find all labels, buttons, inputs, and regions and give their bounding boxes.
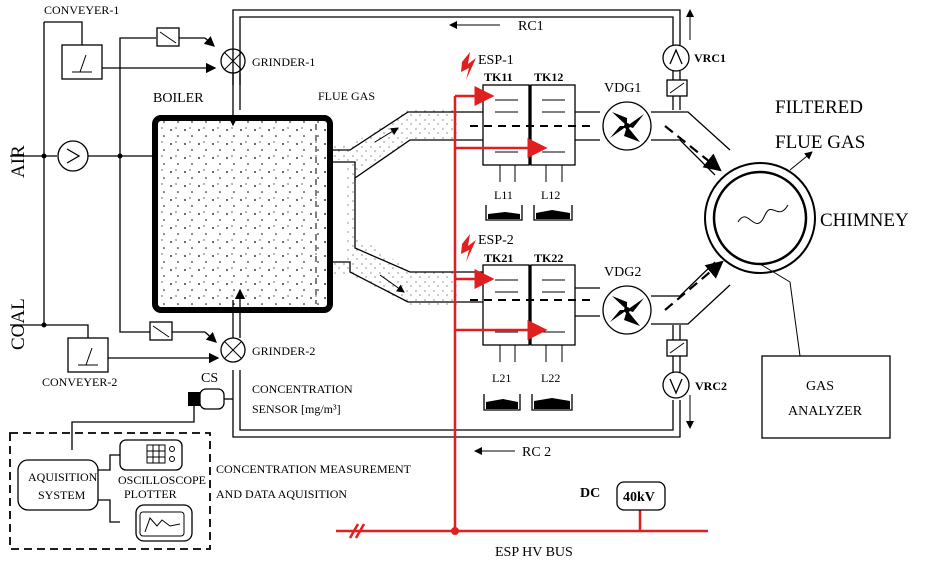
plotter-label: PLOTTER [124,487,177,501]
hoppers-esp2 [483,345,573,411]
concentration-sensor [71,388,233,450]
l11-label: L11 [494,188,513,202]
concentration-label-2: SENSOR [mg/m³] [252,402,341,416]
esp1-label: ESP-1 [478,53,514,68]
chimney-ducts [651,111,731,325]
rc2-pipe [232,370,694,455]
dc-source [616,481,666,511]
grinder2-label: GRINDER-2 [252,344,315,358]
tk12-label: TK12 [534,70,563,84]
measurement-label-1: CONCENTRATION MEASUREMENT [216,462,412,476]
conveyer2 [67,337,109,373]
coal-line [10,156,220,373]
filtered-label-1: FILTERED [775,97,863,118]
damper-1 [156,27,215,47]
esp2 [460,264,600,346]
vrc1-label: VRC1 [694,51,726,65]
dc-label: DC [580,486,600,501]
boiler-label: BOILER [153,91,204,106]
tk22-label: TK22 [534,251,563,265]
gas-analyzer-label-1: GAS [806,379,834,394]
vdg2-label: VDG2 [604,265,641,280]
rc1-pipe [232,9,694,85]
filtered-label-2: FLUE GAS [775,132,865,153]
tk11-label: TK11 [484,70,513,84]
gas-analyzer [761,355,891,439]
flue-gas-label: FLUE GAS [318,89,375,103]
l12-label: L12 [541,188,560,202]
flue-duct [330,110,460,305]
grinder1-label: GRINDER-1 [252,55,315,69]
l21-label: L21 [492,371,511,385]
acq-label-1: AQUISITION [28,470,98,484]
coal-label: COAL [8,298,29,350]
hoppers-esp1 [485,165,573,221]
hv-bolt-1-icon [461,52,476,80]
l22-label: L22 [541,371,560,385]
chimney-label: CHIMNEY [820,210,909,231]
air-line [10,37,156,333]
acquisition-system [17,459,99,511]
vdg1-label: VDG1 [604,81,641,96]
vdg2 [602,285,652,335]
chimney [704,151,816,357]
damper-2 [149,321,217,343]
measurement-label-2: AND DATA AQUISITION [216,487,347,501]
esp2-label: ESP-2 [478,233,514,248]
hv-bus [336,52,708,539]
vdg1 [602,101,652,151]
conveyer1 [43,21,217,156]
rc1-label: RC1 [518,19,544,34]
acq-label-2: SYSTEM [38,488,86,502]
vrc2-label: VRC2 [695,379,727,393]
hv-bolt-2-icon [461,234,476,262]
cs-label: CS [201,371,218,386]
esp1 [460,84,600,166]
conveyer2-label: CONVEYER-2 [42,375,117,389]
tk21-label: TK21 [484,251,513,265]
air-fan-icon [57,140,89,172]
grinder1 [220,48,246,127]
boiler [152,115,333,313]
concentration-label-1: CONCENTRATION [252,382,353,396]
air-label: AIR [8,145,29,178]
esp-bus-label: ESP HV BUS [495,545,573,560]
gas-analyzer-label-2: ANALYZER [788,404,863,419]
rc2-label: RC 2 [522,445,551,460]
vrc1 [662,44,690,110]
vrc2 [662,325,690,399]
plotter-icon [135,504,193,542]
kv-label: 40kV [623,490,655,505]
acquisition-panel [9,432,211,550]
conveyer1-label: CONVEYER-1 [44,3,119,17]
oscilloscope-label: OSCILLOSCOPE [118,473,206,487]
oscilloscope-icon [119,439,183,471]
